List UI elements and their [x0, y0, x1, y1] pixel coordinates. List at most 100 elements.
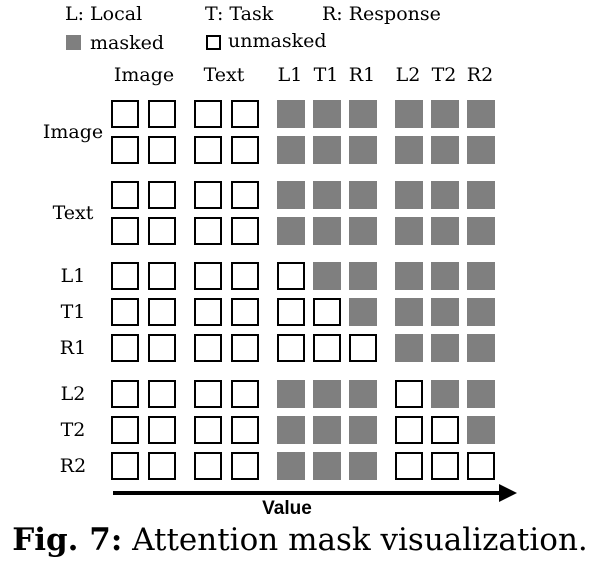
col-label-t1: T1 — [313, 64, 339, 86]
masked-cell — [277, 100, 305, 128]
unmasked-cell — [194, 136, 222, 164]
unmasked-cell — [277, 262, 305, 290]
row-label-text: Text — [52, 202, 94, 224]
unmasked-cell — [395, 452, 423, 480]
figure-caption: Fig. 7: Attention mask visualization. — [12, 520, 588, 560]
masked-cell — [395, 100, 423, 128]
masked-cell — [395, 262, 423, 290]
unmasked-cell — [194, 217, 222, 245]
masked-cell — [467, 181, 495, 209]
unmasked-cell — [148, 452, 176, 480]
masked-cell — [431, 181, 459, 209]
masked-cell — [277, 181, 305, 209]
unmasked-cell — [277, 334, 305, 362]
unmasked-cell — [111, 334, 139, 362]
row-label-t2: T2 — [60, 419, 86, 441]
masked-cell — [349, 136, 377, 164]
unmasked-cell — [111, 100, 139, 128]
unmasked-cell — [148, 136, 176, 164]
col-label-r2: R2 — [466, 64, 494, 86]
unmasked-cell — [467, 452, 495, 480]
masked-swatch — [66, 35, 81, 50]
unmasked-cell — [111, 181, 139, 209]
row-label-r1: R1 — [59, 337, 87, 359]
unmasked-cell — [111, 217, 139, 245]
value-axis-line — [113, 491, 503, 495]
legend-task: T: Task — [205, 3, 274, 25]
unmasked-cell — [194, 416, 222, 444]
masked-cell — [349, 262, 377, 290]
legend-unmasked-label: unmasked — [228, 30, 327, 52]
unmasked-cell — [148, 217, 176, 245]
unmasked-swatch — [206, 35, 221, 50]
masked-cell — [467, 100, 495, 128]
unmasked-cell — [111, 416, 139, 444]
masked-cell — [349, 452, 377, 480]
masked-cell — [313, 262, 341, 290]
legend-response: R: Response — [322, 3, 441, 25]
unmasked-cell — [194, 452, 222, 480]
masked-cell — [431, 217, 459, 245]
value-axis-arrowhead — [499, 484, 517, 502]
unmasked-cell — [395, 380, 423, 408]
unmasked-cell — [148, 298, 176, 326]
unmasked-cell — [349, 334, 377, 362]
legend-local: L: Local — [65, 3, 143, 25]
masked-cell — [395, 181, 423, 209]
masked-cell — [349, 217, 377, 245]
unmasked-cell — [231, 298, 259, 326]
unmasked-cell — [148, 334, 176, 362]
masked-cell — [349, 100, 377, 128]
col-label-t2: T2 — [431, 64, 457, 86]
unmasked-cell — [148, 181, 176, 209]
unmasked-cell — [111, 452, 139, 480]
masked-cell — [467, 217, 495, 245]
masked-cell — [467, 136, 495, 164]
unmasked-cell — [194, 262, 222, 290]
unmasked-cell — [395, 416, 423, 444]
row-label-image: Image — [42, 121, 104, 143]
unmasked-cell — [148, 262, 176, 290]
masked-cell — [313, 181, 341, 209]
masked-cell — [467, 334, 495, 362]
unmasked-cell — [231, 100, 259, 128]
unmasked-cell — [231, 181, 259, 209]
unmasked-cell — [277, 298, 305, 326]
row-label-l2: L2 — [60, 383, 86, 405]
unmasked-cell — [194, 334, 222, 362]
unmasked-cell — [313, 298, 341, 326]
masked-cell — [395, 334, 423, 362]
masked-cell — [431, 100, 459, 128]
legend-masked-label: masked — [90, 32, 165, 54]
col-label-image: Image — [113, 64, 175, 86]
masked-cell — [313, 136, 341, 164]
row-label-r2: R2 — [59, 455, 87, 477]
unmasked-cell — [231, 334, 259, 362]
masked-cell — [349, 416, 377, 444]
unmasked-cell — [148, 380, 176, 408]
masked-cell — [395, 217, 423, 245]
masked-cell — [277, 136, 305, 164]
masked-cell — [313, 416, 341, 444]
masked-cell — [431, 380, 459, 408]
unmasked-cell — [194, 100, 222, 128]
masked-cell — [313, 452, 341, 480]
unmasked-cell — [231, 452, 259, 480]
masked-cell — [431, 262, 459, 290]
masked-cell — [467, 416, 495, 444]
row-label-t1: T1 — [60, 301, 86, 323]
masked-cell — [277, 416, 305, 444]
masked-cell — [313, 100, 341, 128]
unmasked-cell — [148, 100, 176, 128]
unmasked-cell — [231, 416, 259, 444]
masked-cell — [349, 298, 377, 326]
unmasked-cell — [111, 136, 139, 164]
unmasked-cell — [148, 416, 176, 444]
unmasked-cell — [231, 262, 259, 290]
unmasked-cell — [194, 298, 222, 326]
masked-cell — [467, 298, 495, 326]
unmasked-cell — [313, 334, 341, 362]
unmasked-cell — [231, 217, 259, 245]
unmasked-cell — [111, 298, 139, 326]
masked-cell — [349, 181, 377, 209]
